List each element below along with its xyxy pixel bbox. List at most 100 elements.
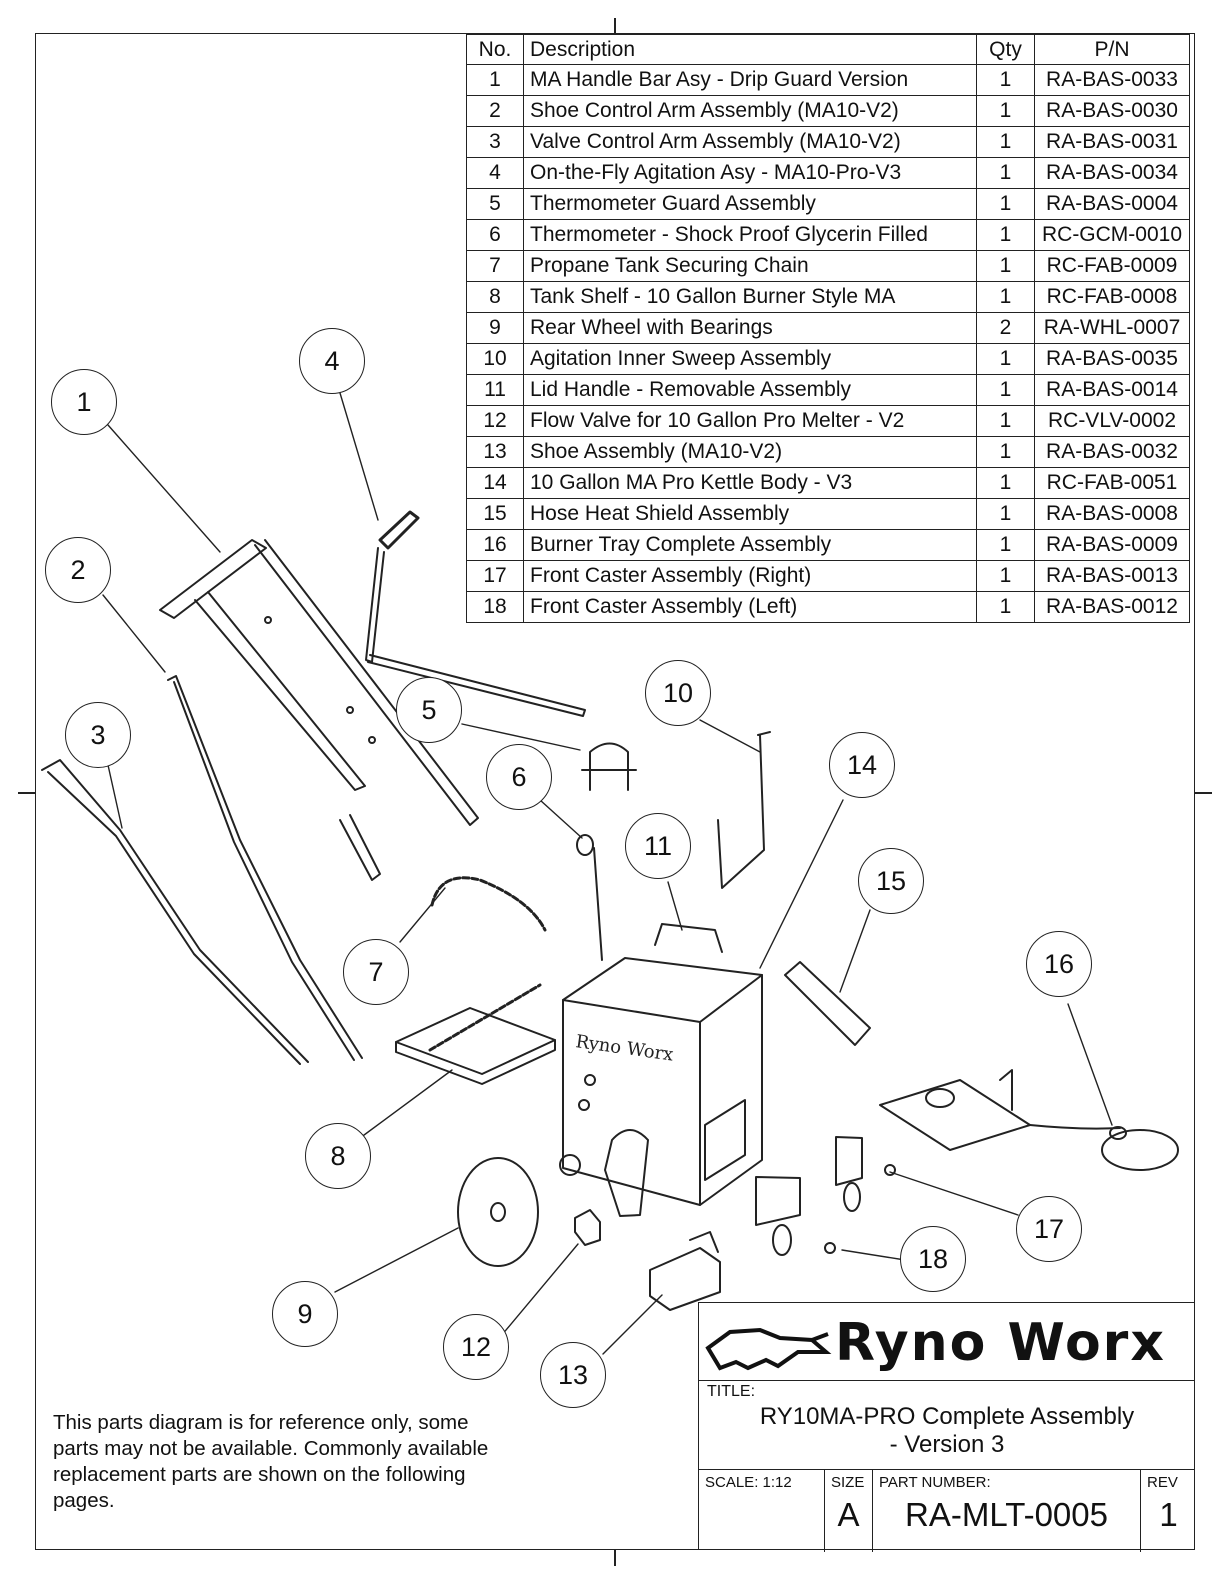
flow-valve <box>574 1209 601 1246</box>
bom-cell-qty: 1 <box>976 467 1035 499</box>
bom-cell-description: Thermometer Guard Assembly <box>523 188 977 220</box>
balloon-15: 15 <box>858 848 924 914</box>
bom-cell-description: Flow Valve for 10 Gallon Pro Melter - V2 <box>523 405 977 437</box>
rear-wheel <box>457 1157 539 1267</box>
size-label: SIZE <box>831 1474 865 1491</box>
balloon-11: 11 <box>625 813 691 879</box>
handle-bar-assembly <box>159 539 479 881</box>
bom-cell-no: 8 <box>466 281 524 313</box>
bom-cell-pn: RA-BAS-0030 <box>1034 95 1190 127</box>
bom-cell-qty: 1 <box>976 281 1035 313</box>
brand-name: Ryno Worx <box>835 1313 1166 1373</box>
balloon-12: 12 <box>443 1314 509 1380</box>
bom-cell-description: MA Handle Bar Asy - Drip Guard Version <box>523 64 977 96</box>
kettle-label: Ryno Worx <box>574 1031 674 1065</box>
title-label: TITLE: <box>707 1383 756 1400</box>
bom-cell-no: 13 <box>466 436 524 468</box>
rev-cell: REV 1 <box>1141 1470 1196 1552</box>
drawing-title-line1: RY10MA-PRO Complete Assembly <box>759 1403 1135 1430</box>
bom-cell-qty: 1 <box>976 188 1035 220</box>
scale-cell: SCALE: 1:12 <box>699 1470 825 1552</box>
header-pn: P/N <box>1034 34 1190 65</box>
bom-cell-qty: 1 <box>976 560 1035 592</box>
bom-cell-description: Valve Control Arm Assembly (MA10-V2) <box>523 126 977 158</box>
bom-cell-no: 6 <box>466 219 524 251</box>
bom-cell-no: 1 <box>466 64 524 96</box>
bom-cell-pn: RA-BAS-0012 <box>1034 591 1190 623</box>
size-cell: SIZE A <box>825 1470 873 1552</box>
bom-cell-qty: 1 <box>976 64 1035 96</box>
part-number-value: RA-MLT-0005 <box>905 1496 1108 1533</box>
bom-cell-pn: RA-BAS-0004 <box>1034 188 1190 220</box>
hose-heat-shield <box>784 961 871 1046</box>
scale-label: SCALE: 1:12 <box>705 1474 792 1491</box>
bom-cell-qty: 1 <box>976 498 1035 530</box>
balloon-10: 10 <box>645 660 711 726</box>
bottom-center-mark <box>614 1550 616 1566</box>
balloon-16: 16 <box>1026 931 1092 997</box>
bom-cell-description: Lid Handle - Removable Assembly <box>523 374 977 406</box>
top-center-mark <box>614 18 616 34</box>
bom-cell-no: 16 <box>466 529 524 561</box>
bom-cell-qty: 1 <box>976 126 1035 158</box>
bom-cell-pn: RA-BAS-0031 <box>1034 126 1190 158</box>
part-number-cell: PART NUMBER: RA-MLT-0005 <box>873 1470 1141 1552</box>
bom-cell-description: Tank Shelf - 10 Gallon Burner Style MA <box>523 281 977 313</box>
tank-shelf <box>395 983 556 1085</box>
bom-cell-pn: RA-WHL-0007 <box>1034 312 1190 344</box>
propane-chain <box>430 876 547 932</box>
header-qty: Qty <box>976 34 1035 65</box>
bom-cell-description: Hose Heat Shield Assembly <box>523 498 977 530</box>
kettle-body <box>559 957 763 1217</box>
shoe-control-arm <box>167 675 363 1061</box>
right-center-mark <box>1195 792 1212 794</box>
bom-cell-description: 10 Gallon MA Pro Kettle Body - V3 <box>523 467 977 499</box>
balloon-13: 13 <box>540 1342 606 1408</box>
bom-cell-no: 15 <box>466 498 524 530</box>
bom-cell-no: 11 <box>466 374 524 406</box>
balloon-14: 14 <box>829 732 895 798</box>
bom-cell-pn: RA-BAS-0008 <box>1034 498 1190 530</box>
bom-cell-qty: 1 <box>976 157 1035 189</box>
bom-cell-qty: 1 <box>976 95 1035 127</box>
valve-control-arm <box>41 759 309 1065</box>
bom-cell-no: 5 <box>466 188 524 220</box>
rev-label: REV <box>1147 1474 1178 1491</box>
bom-cell-description: Shoe Assembly (MA10-V2) <box>523 436 977 468</box>
drawing-title: RY10MA-PRO Complete Assembly - Version 3 <box>699 1403 1195 1459</box>
balloon-17: 17 <box>1016 1196 1082 1262</box>
rhino-logo <box>705 1327 832 1371</box>
bom-cell-pn: RC-FAB-0051 <box>1034 467 1190 499</box>
balloon-7: 7 <box>343 939 409 1005</box>
bom-cell-description: Propane Tank Securing Chain <box>523 250 977 282</box>
burner-tray <box>879 1069 1179 1171</box>
size-value: A <box>837 1496 860 1533</box>
bom-cell-no: 18 <box>466 591 524 623</box>
balloon-6: 6 <box>486 744 552 810</box>
balloon-3: 3 <box>65 702 131 768</box>
balloon-5: 5 <box>396 677 462 743</box>
lid-handle <box>654 923 723 953</box>
bom-cell-pn: RC-GCM-0010 <box>1034 219 1190 251</box>
bom-cell-description: On-the-Fly Agitation Asy - MA10-Pro-V3 <box>523 157 977 189</box>
bom-cell-pn: RC-FAB-0009 <box>1034 250 1190 282</box>
bom-cell-description: Burner Tray Complete Assembly <box>523 529 977 561</box>
left-center-mark <box>18 792 35 794</box>
bom-cell-description: Shoe Control Arm Assembly (MA10-V2) <box>523 95 977 127</box>
bom-cell-no: 4 <box>466 157 524 189</box>
bom-cell-qty: 1 <box>976 343 1035 375</box>
bom-cell-qty: 2 <box>976 312 1035 344</box>
front-caster-right <box>835 1136 896 1212</box>
